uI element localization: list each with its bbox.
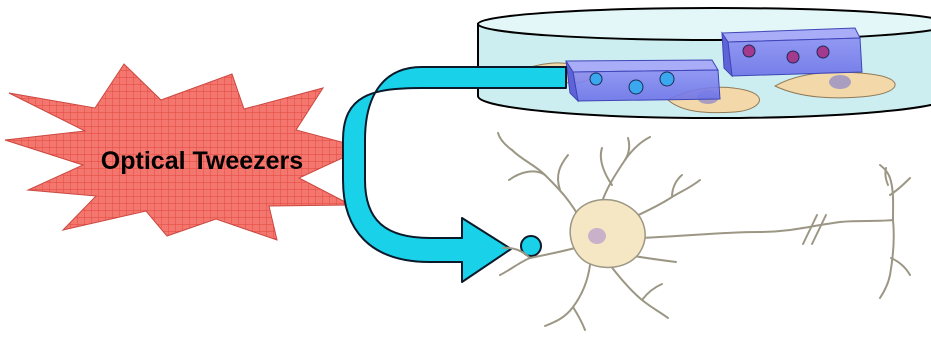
particle: [660, 72, 674, 86]
particle: [817, 46, 829, 58]
dendrite: [512, 150, 582, 222]
trap-box-right: [722, 28, 862, 76]
cell-nucleus: [588, 228, 606, 244]
dish-rim: [478, 8, 931, 40]
dendrite: [545, 265, 590, 326]
trap-box-left: [566, 60, 720, 101]
dendrite: [642, 284, 662, 300]
particle: [629, 80, 643, 94]
dendrite: [558, 155, 568, 190]
axon-terminal: [880, 165, 893, 220]
dendrite: [600, 137, 650, 208]
dendrite: [509, 171, 545, 180]
dendrite: [498, 133, 512, 150]
axon-terminal: [891, 258, 910, 275]
dendrite: [632, 180, 700, 218]
cell-nucleus: [829, 75, 851, 89]
dendrite: [601, 148, 612, 185]
cell-body: [570, 200, 645, 268]
particle: [743, 45, 755, 57]
axon: [640, 220, 893, 238]
particle: [590, 73, 602, 85]
neuron-soma: [570, 200, 645, 268]
axon-terminal: [890, 178, 910, 195]
dendrite: [573, 307, 585, 330]
neuron: [498, 133, 910, 330]
optical-tweezers-label: Optical Tweezers: [101, 147, 303, 175]
dendrite: [610, 265, 668, 318]
optical-tweezers-burst: Optical Tweezers: [5, 64, 364, 240]
particle: [787, 51, 799, 63]
petri-dish: [478, 8, 931, 118]
